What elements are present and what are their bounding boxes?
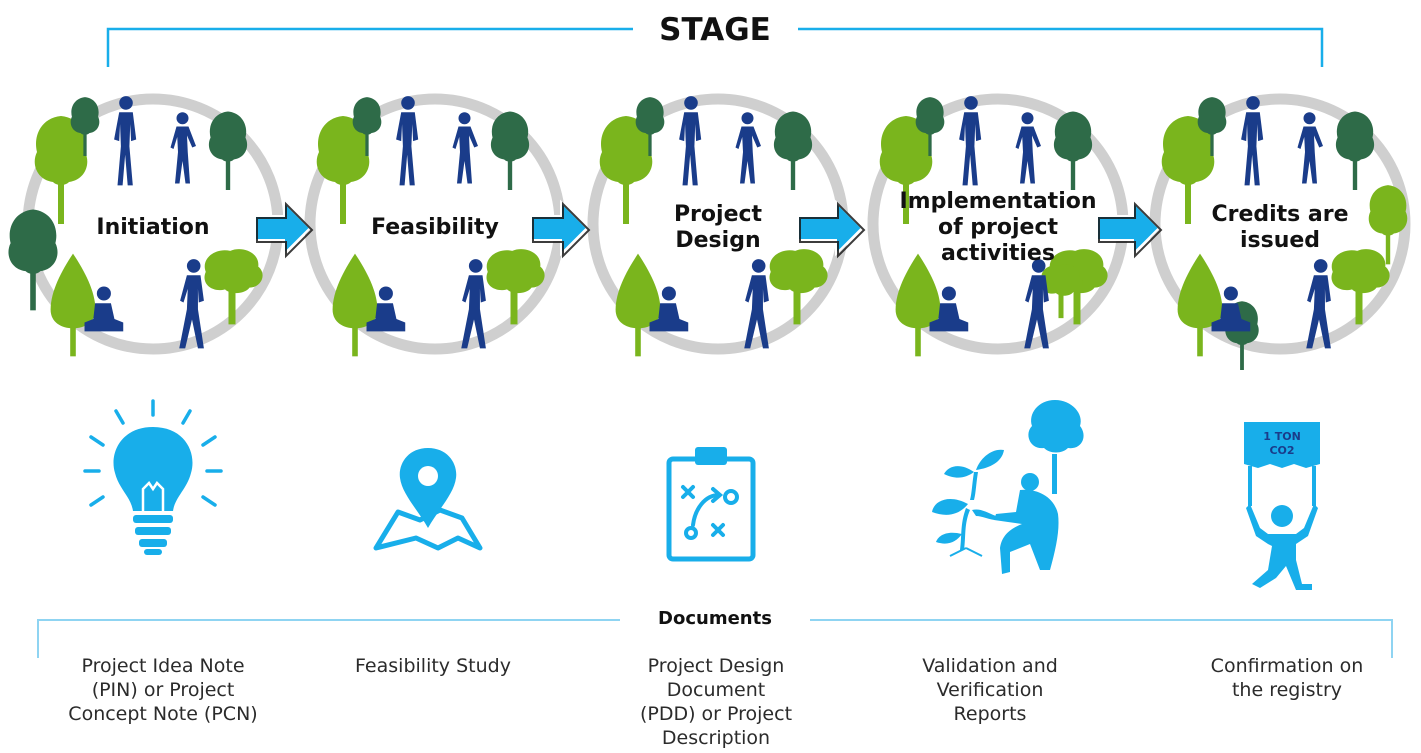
stage-label-line: Implementation [899, 189, 1096, 214]
stage-label-line: Project [674, 202, 763, 227]
next-stage-arrow-icon [797, 199, 864, 257]
next-stage-arrow-icon [1096, 199, 1161, 257]
document-line: (PIN) or Project [92, 679, 235, 701]
stage-label-line: Feasibility [371, 215, 499, 240]
tree-icon [208, 111, 248, 190]
tree-icon [332, 253, 378, 357]
document-line: Description [662, 727, 770, 749]
document-line: Document [667, 679, 765, 701]
document-line: Feasibility Study [355, 655, 511, 677]
document-line: Project Idea Note [81, 655, 244, 677]
document-line: Concept Note (PCN) [68, 703, 257, 725]
stage-bracket [106, 27, 1324, 67]
person-icon [1015, 112, 1041, 184]
planting-person-icon [932, 400, 1084, 574]
document-line: the registry [1232, 679, 1342, 701]
tree-icon [1177, 253, 1223, 357]
clipboard-plan-icon [666, 447, 756, 562]
stage-label-line: Design [675, 228, 760, 253]
document-line: Project Design [648, 655, 785, 677]
stage-label-line: Credits are [1211, 202, 1348, 227]
stage-label-line: issued [1240, 228, 1320, 253]
lightbulb-icon [83, 399, 223, 555]
document-line: Confirmation on [1211, 655, 1364, 677]
person-icon [1306, 259, 1331, 349]
tree-icon [769, 249, 828, 325]
stage-1: Initiation [8, 93, 284, 357]
arrow-outline [799, 201, 866, 259]
tree-icon [1053, 111, 1093, 190]
stage-label: Feasibility [371, 215, 499, 240]
document-line: (PDD) or Project [640, 703, 792, 725]
tree-icon [490, 111, 530, 190]
arrow-outline [256, 201, 314, 259]
tree-icon [50, 253, 96, 357]
documents-bracket [37, 619, 1393, 658]
tree-icon [1335, 111, 1375, 190]
stage-label: Initiation [96, 215, 209, 240]
sign-line-2: CO2 [1269, 444, 1294, 457]
arrow-outline [532, 201, 591, 259]
document-name: Feasibility Study [355, 655, 511, 677]
stage-title: STAGE [659, 12, 771, 48]
stage-label-line: activities [941, 241, 1055, 266]
document-line: Verification [937, 679, 1044, 701]
stage-2: Feasibility [304, 93, 566, 357]
arrow-outline [1098, 201, 1163, 259]
stage-label-line: of project [938, 215, 1059, 240]
map-pin-icon [373, 448, 483, 551]
tree-icon [1331, 249, 1390, 325]
person-icon [179, 259, 204, 349]
tree-icon [486, 249, 545, 325]
sign-line-1: 1 TON [1263, 430, 1301, 443]
documents-heading: Documents [658, 608, 772, 629]
person-icon [461, 259, 486, 349]
person-icon [170, 112, 196, 184]
stage-label-line: Initiation [96, 215, 209, 240]
tree-icon [204, 249, 263, 325]
document-line: Reports [954, 703, 1027, 725]
stage-arrows [254, 199, 1163, 259]
person-icon [735, 112, 761, 184]
tree-icon [895, 253, 941, 357]
document-line: Validation and [922, 655, 1058, 677]
carbon-ton-sign-icon: 1 TON CO2 [1244, 422, 1320, 590]
tree-icon [773, 111, 813, 190]
tree-icon [615, 253, 661, 357]
person-icon [744, 259, 769, 349]
person-icon [452, 112, 478, 184]
person-icon [1297, 112, 1323, 184]
